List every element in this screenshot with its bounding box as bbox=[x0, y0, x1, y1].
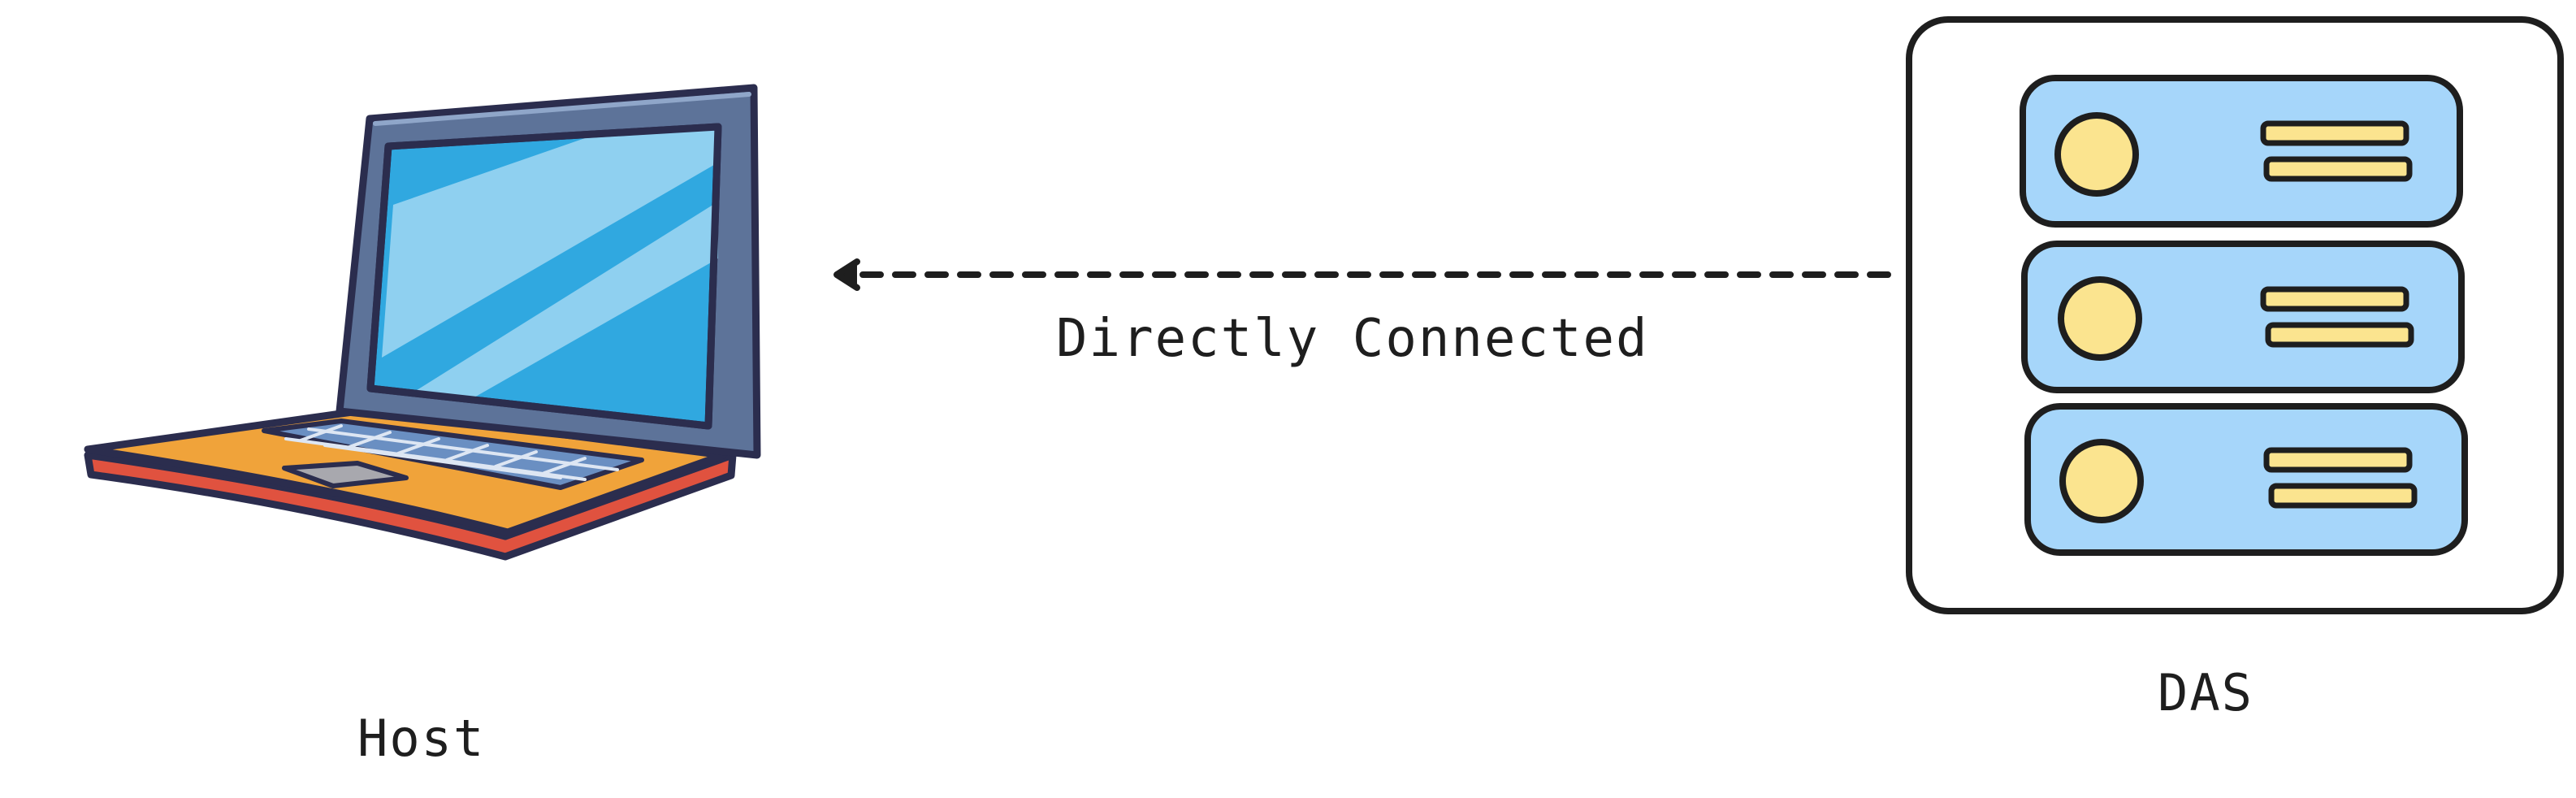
das-label: DAS bbox=[2158, 663, 2253, 722]
drive-bay-3 bbox=[2024, 403, 2468, 556]
host-label: Host bbox=[357, 709, 486, 768]
connection-arrow bbox=[833, 258, 1891, 291]
drive-bay-1 bbox=[2020, 75, 2463, 228]
laptop-icon bbox=[84, 84, 761, 561]
edge-label-directly-connected: Directly Connected bbox=[1056, 309, 1649, 369]
storage-array-icon bbox=[1906, 16, 2564, 614]
drive-bay-2 bbox=[2021, 241, 2465, 393]
